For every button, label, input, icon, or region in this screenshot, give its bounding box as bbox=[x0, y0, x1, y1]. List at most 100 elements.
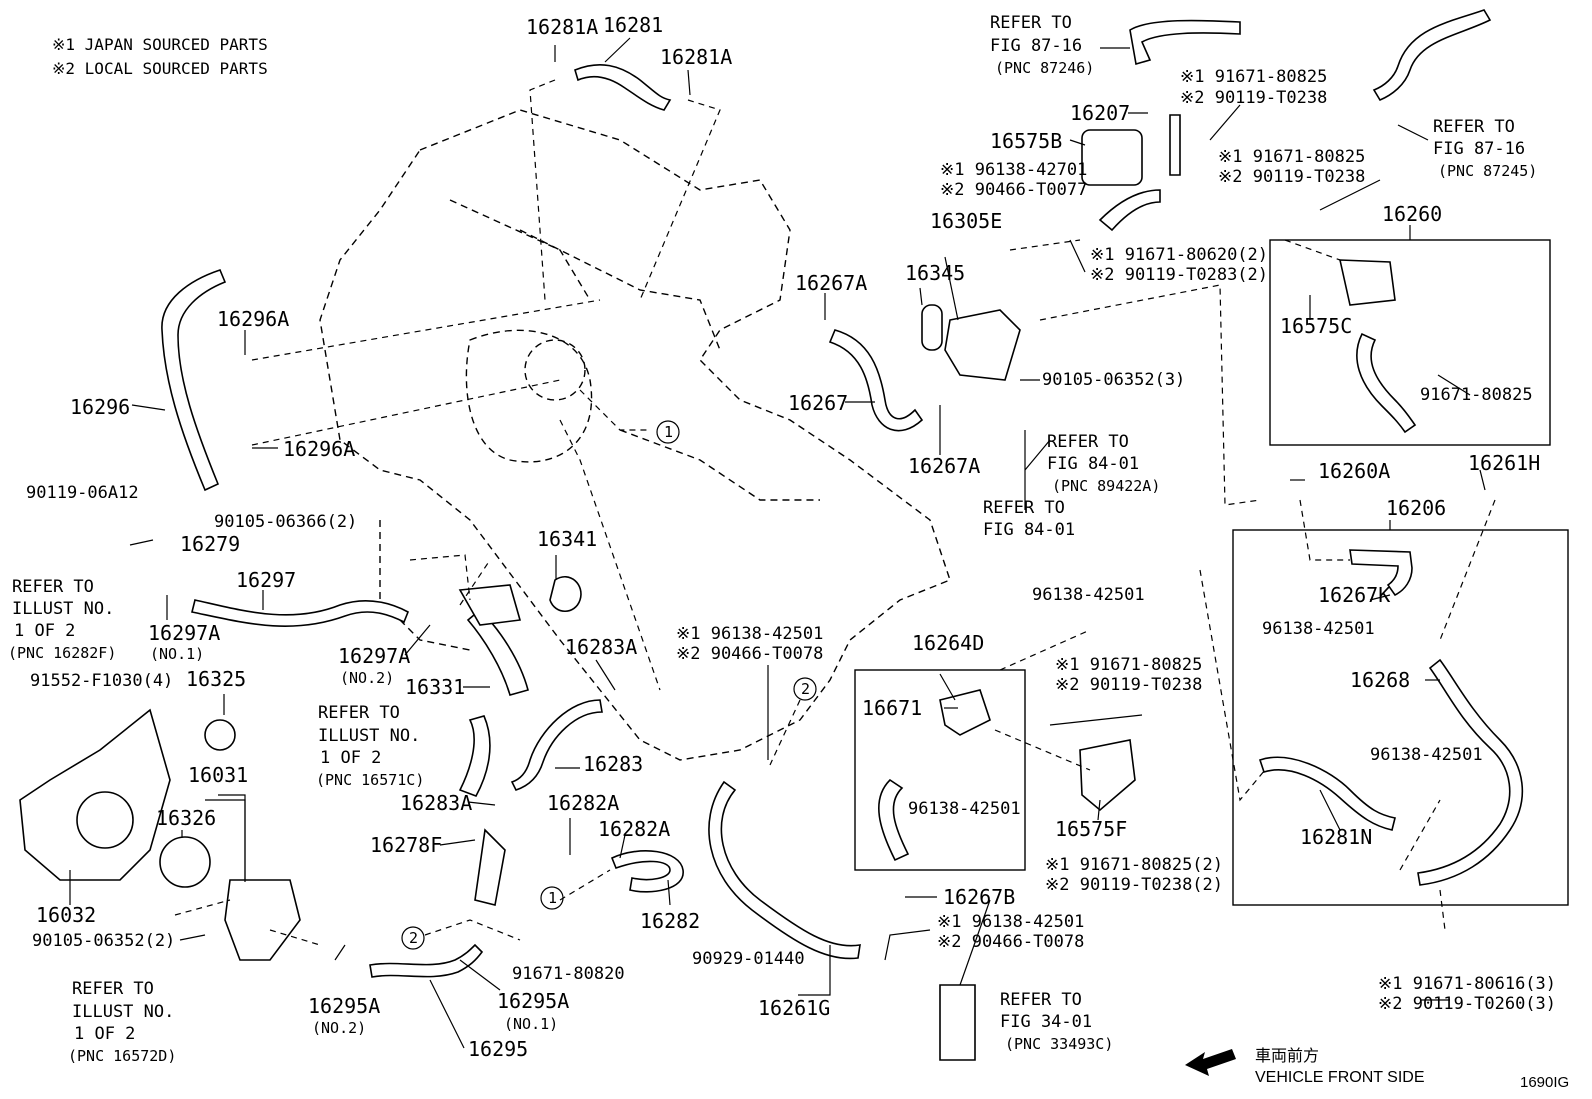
part-label-91671-80616[interactable]: ※1 91671-80616(3) bbox=[1378, 974, 1557, 994]
part-label-16278F[interactable]: 16278F bbox=[370, 833, 443, 857]
part-label-16341[interactable]: 16341 bbox=[537, 527, 598, 551]
part-label-16305E[interactable]: 16305E bbox=[930, 209, 1003, 233]
refer-to-illust[interactable]: 1 OF 2 bbox=[14, 621, 76, 641]
part-label-16207[interactable]: 16207 bbox=[1070, 101, 1131, 125]
refer-pnc: (PNC 89422A) bbox=[1052, 477, 1161, 495]
part-label-16575F[interactable]: 16575F bbox=[1055, 817, 1128, 841]
part-label-16295[interactable]: 16295 bbox=[468, 1037, 529, 1061]
part-label-16283[interactable]: 16283 bbox=[583, 752, 644, 776]
part-label-16282A[interactable]: 16282A bbox=[598, 817, 671, 841]
refer-to-illust[interactable]: ILLUST NO. bbox=[72, 1002, 175, 1022]
part-label-90105-06352[interactable]: 90105-06352(2) bbox=[32, 931, 176, 951]
part-label-16575C[interactable]: 16575C bbox=[1280, 314, 1353, 338]
part-label-16267[interactable]: 16267 bbox=[788, 391, 849, 415]
part-label-91552-F1030[interactable]: 91552-F1030(4) bbox=[30, 671, 174, 691]
part-label-16261G[interactable]: 16261G bbox=[758, 996, 831, 1020]
part-label-16283A[interactable]: 16283A bbox=[400, 791, 473, 815]
part-label-16296A[interactable]: 16296A bbox=[217, 307, 290, 331]
part-label-90119-T0260[interactable]: ※2 90119-T0260(3) bbox=[1378, 994, 1557, 1014]
part-label-16295A[interactable]: 16295A bbox=[497, 989, 570, 1013]
part-label-16279[interactable]: 16279 bbox=[180, 532, 241, 556]
part-label-16297A[interactable]: 16297A bbox=[148, 621, 221, 645]
part-label-16261H[interactable]: 16261H bbox=[1468, 451, 1541, 475]
part-label-16206[interactable]: 16206 bbox=[1386, 496, 1447, 520]
refer-to-fig-87-16[interactable]: FIG 87-16 bbox=[1433, 139, 1526, 159]
refer-to-illust[interactable]: ILLUST NO. bbox=[12, 599, 115, 619]
refer-to-illust[interactable]: REFER TO bbox=[12, 577, 94, 597]
part-label-16267A[interactable]: 16267A bbox=[908, 454, 981, 478]
part-label-90466-T0078[interactable]: ※2 90466-T0078 bbox=[937, 932, 1085, 952]
part-label-90119-06A12[interactable]: 90119-06A12 bbox=[26, 483, 139, 503]
part-label-96138-42501[interactable]: 96138-42501 bbox=[1370, 745, 1483, 765]
part-label-16282A[interactable]: 16282A bbox=[547, 791, 620, 815]
part-label-16296A[interactable]: 16296A bbox=[283, 437, 356, 461]
part-label-16297A[interactable]: 16297A bbox=[338, 644, 411, 668]
refer-to-fig-84-01[interactable]: REFER TO bbox=[983, 498, 1065, 518]
part-label-16326[interactable]: 16326 bbox=[156, 806, 217, 830]
part-label-91671-80825[interactable]: ※1 91671-80825 bbox=[1180, 67, 1328, 87]
part-label-16331[interactable]: 16331 bbox=[405, 675, 466, 699]
part-label-16575B[interactable]: 16575B bbox=[990, 129, 1063, 153]
part-label-16671[interactable]: 16671 bbox=[862, 696, 923, 720]
refer-to-illust[interactable]: REFER TO bbox=[318, 703, 400, 723]
part-label-90105-06352[interactable]: 90105-06352(3) bbox=[1042, 370, 1186, 390]
part-label-90119-T0238[interactable]: ※2 90119-T0238 bbox=[1218, 167, 1366, 187]
part-label-16295A[interactable]: 16295A bbox=[308, 994, 381, 1018]
part-label-16296[interactable]: 16296 bbox=[70, 395, 131, 419]
part-label-16281[interactable]: 16281 bbox=[603, 13, 664, 37]
part-label-90119-T0283[interactable]: ※2 90119-T0283(2) bbox=[1090, 265, 1269, 285]
refer-to-illust[interactable]: ILLUST NO. bbox=[318, 726, 421, 746]
part-label-16281A[interactable]: 16281A bbox=[526, 15, 599, 39]
circle-marker-2: 2 bbox=[409, 929, 419, 947]
refer-to-fig-34-01[interactable]: FIG 34-01 bbox=[1000, 1012, 1093, 1032]
part-label-91671-80825[interactable]: ※1 91671-80825 bbox=[1055, 655, 1203, 675]
part-label-96138-42501[interactable]: 96138-42501 bbox=[908, 799, 1021, 819]
refer-to-fig-87-16[interactable]: REFER TO bbox=[990, 13, 1072, 33]
part-label-16267A[interactable]: 16267A bbox=[795, 271, 868, 295]
part-label-16264D[interactable]: 16264D bbox=[912, 631, 985, 655]
refer-to-fig-84-01[interactable]: FIG 84-01 bbox=[983, 520, 1076, 540]
part-label-16032[interactable]: 16032 bbox=[36, 903, 97, 927]
part-label-91671-80620[interactable]: ※1 91671-80620(2) bbox=[1090, 245, 1269, 265]
refer-to-fig-84-01[interactable]: REFER TO bbox=[1047, 432, 1129, 452]
part-label-90119-T0238[interactable]: ※2 90119-T0238(2) bbox=[1045, 875, 1224, 895]
part-label-16281A[interactable]: 16281A bbox=[660, 45, 733, 69]
refer-to-fig-34-01[interactable]: REFER TO bbox=[1000, 990, 1082, 1010]
part-label-16031[interactable]: 16031 bbox=[188, 763, 249, 787]
part-label-91671-80825[interactable]: 91671-80825 bbox=[1420, 385, 1533, 405]
part-label-90105-06366[interactable]: 90105-06366(2) bbox=[214, 512, 358, 532]
refer-to-fig-87-16[interactable]: REFER TO bbox=[1433, 117, 1515, 137]
refer-to-fig-84-01[interactable]: FIG 84-01 bbox=[1047, 454, 1140, 474]
part-label-90119-T0238[interactable]: ※2 90119-T0238 bbox=[1180, 88, 1328, 108]
refer-to-fig-87-16[interactable]: FIG 87-16 bbox=[990, 36, 1083, 56]
part-label-91671-80825[interactable]: ※1 91671-80825 bbox=[1218, 147, 1366, 167]
part-label-16267K[interactable]: 16267K bbox=[1318, 583, 1391, 607]
part-label-16283A[interactable]: 16283A bbox=[565, 635, 638, 659]
part-label-90119-T0238[interactable]: ※2 90119-T0238 bbox=[1055, 675, 1203, 695]
part-label-16267B[interactable]: 16267B bbox=[943, 885, 1016, 909]
part-label-16260A[interactable]: 16260A bbox=[1318, 459, 1391, 483]
circle-marker-1: 1 bbox=[664, 423, 674, 441]
part-label-96138-42501[interactable]: 96138-42501 bbox=[1262, 619, 1375, 639]
part-label-16268[interactable]: 16268 bbox=[1350, 668, 1411, 692]
refer-pnc: (PNC 33493C) bbox=[1005, 1035, 1114, 1053]
refer-to-illust[interactable]: REFER TO bbox=[72, 979, 154, 999]
part-label-16325[interactable]: 16325 bbox=[186, 667, 247, 691]
refer-to-illust[interactable]: 1 OF 2 bbox=[74, 1024, 136, 1044]
part-label-91671-80820[interactable]: 91671-80820 bbox=[512, 964, 625, 984]
part-label-16345[interactable]: 16345 bbox=[905, 261, 966, 285]
part-label-16260[interactable]: 16260 bbox=[1382, 202, 1443, 226]
part-label-90929-01440[interactable]: 90929-01440 bbox=[692, 949, 805, 969]
part-label-96138-42501[interactable]: ※1 96138-42501 bbox=[937, 912, 1085, 932]
refer-to-illust[interactable]: 1 OF 2 bbox=[320, 748, 382, 768]
part-label-96138-42501[interactable]: 96138-42501 bbox=[1032, 585, 1145, 605]
part-label-16282[interactable]: 16282 bbox=[640, 909, 701, 933]
part-label-91671-80825[interactable]: ※1 91671-80825(2) bbox=[1045, 855, 1224, 875]
part-label-90466-T0077[interactable]: ※2 90466-T0077 bbox=[940, 180, 1088, 200]
leader-lines bbox=[69, 37, 1486, 1049]
part-label-96138-42501[interactable]: ※1 96138-42501 bbox=[676, 624, 824, 644]
part-label-96138-42701[interactable]: ※1 96138-42701 bbox=[940, 160, 1088, 180]
part-label-16297[interactable]: 16297 bbox=[236, 568, 297, 592]
part-label-16281N[interactable]: 16281N bbox=[1300, 825, 1373, 849]
part-label-90466-T0078[interactable]: ※2 90466-T0078 bbox=[676, 644, 824, 664]
